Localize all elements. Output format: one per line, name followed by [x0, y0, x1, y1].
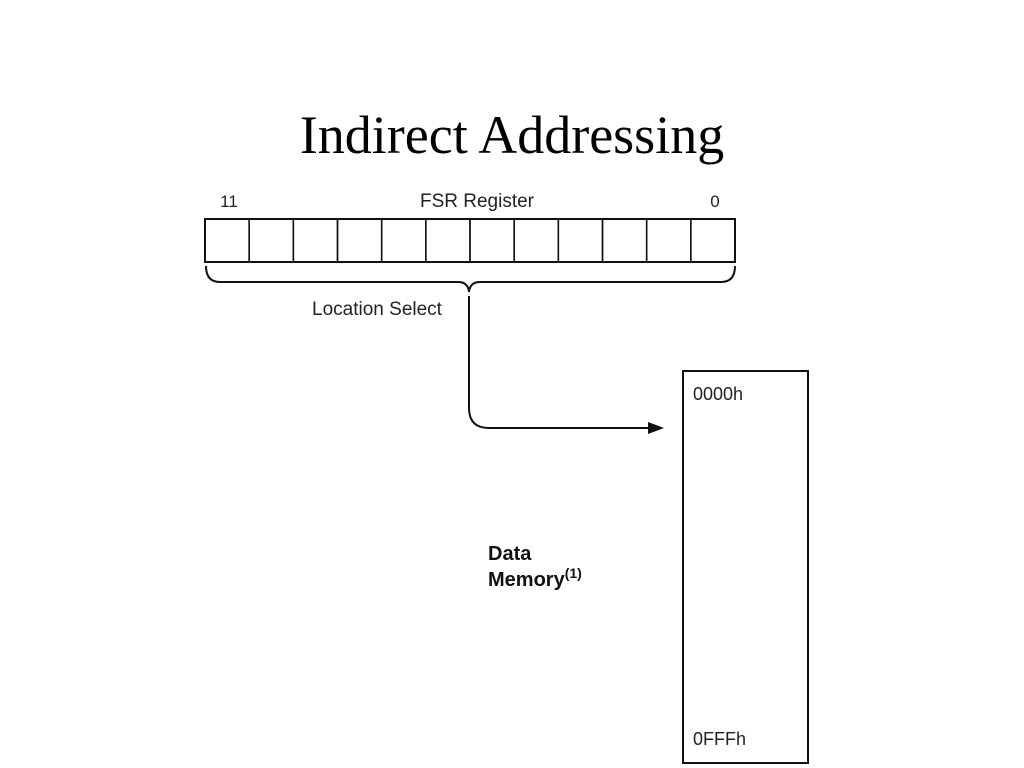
register-lsb-label: 0: [710, 192, 719, 211]
data-memory-block: [682, 370, 809, 764]
register-bit-cell: [690, 218, 736, 263]
slide-title: Indirect Addressing: [299, 105, 725, 165]
data-memory-label-line1: Data: [488, 543, 532, 565]
address-connector-line: [468, 296, 650, 429]
register-msb-label: 11: [220, 192, 238, 211]
register-name: FSR Register: [420, 191, 535, 212]
memory-end-address: 0FFFh: [693, 729, 746, 749]
location-select-brace: [205, 265, 736, 293]
data-memory-name: Memory: [488, 569, 566, 591]
arrowhead-icon: [648, 422, 664, 434]
memory-start-address: 0000h: [693, 384, 743, 404]
data-memory-footnote: (1): [565, 565, 582, 581]
location-select-label: Location Select: [312, 299, 443, 320]
fsr-register: [204, 218, 736, 263]
data-memory-label-line2: Memory(1): [488, 565, 582, 591]
